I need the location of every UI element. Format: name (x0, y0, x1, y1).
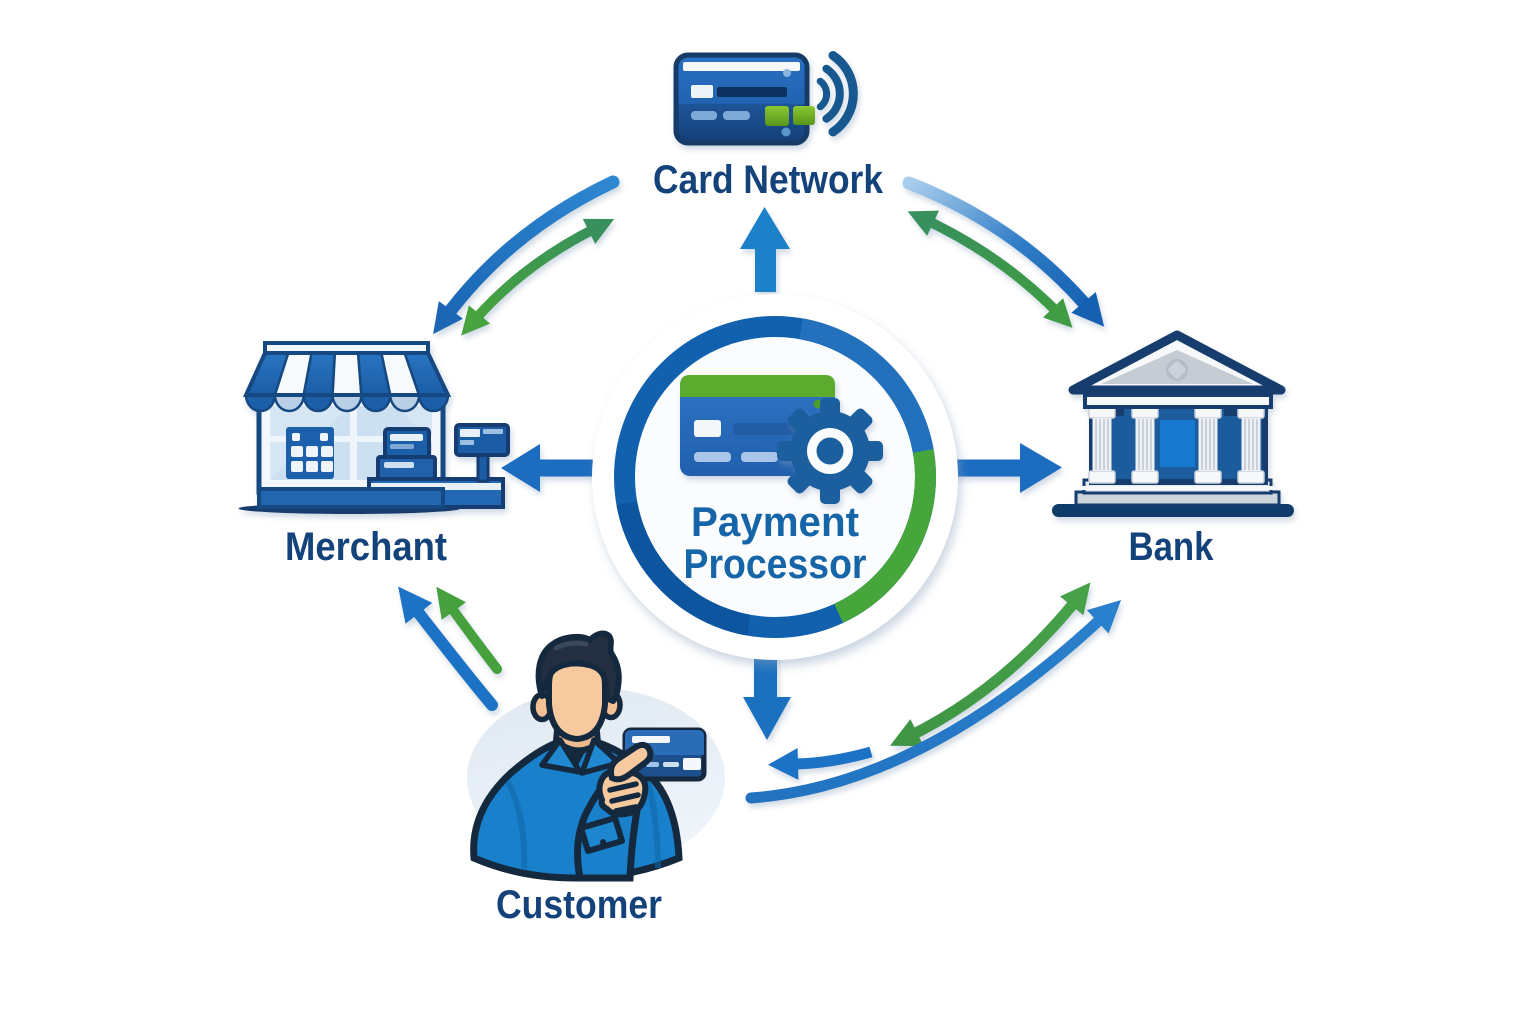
svg-text:Payment: Payment (691, 498, 859, 545)
svg-text:Processor: Processor (684, 540, 867, 587)
svg-text:Bank: Bank (1129, 525, 1215, 569)
svg-text:Customer: Customer (496, 883, 662, 927)
svg-text:Merchant: Merchant (285, 525, 447, 569)
svg-text:Card Network: Card Network (653, 158, 884, 202)
